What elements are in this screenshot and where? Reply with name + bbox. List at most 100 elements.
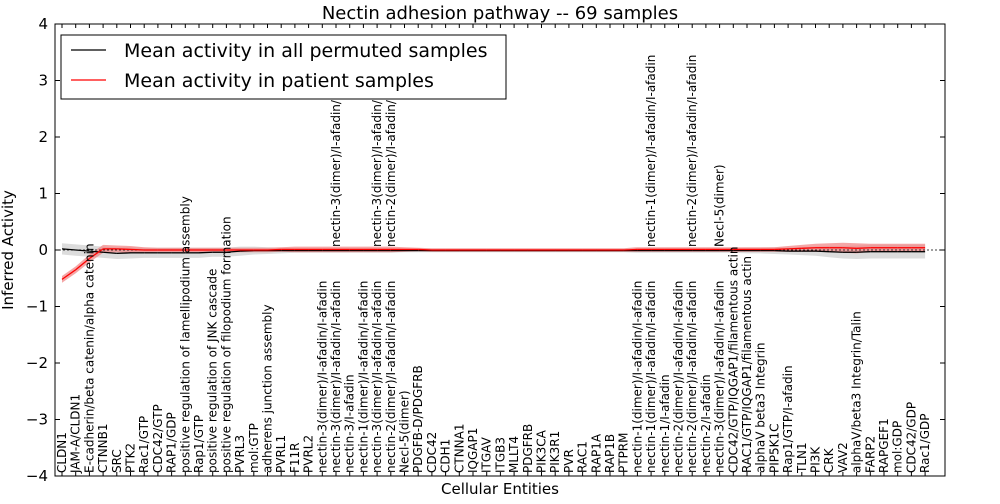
series-0-segment — [829, 251, 843, 253]
x-tick-label: nectin-1/I-afadin — [658, 374, 672, 473]
series-1-segment — [418, 248, 432, 251]
x-tick-label: CDH1 — [439, 439, 453, 473]
x-tick-label: PIP5K1C — [767, 423, 781, 473]
x-tick-label: Rap1/GTP/I-afadin — [781, 365, 795, 473]
series-0-segment — [815, 250, 830, 253]
series-1-segment — [774, 248, 789, 251]
x-tick-label-upper: nectin-3(dimer)/I-afadin/I-afadin — [329, 55, 343, 247]
x-tick-label-upper: nectin-1(dimer)/I-afadin/I-afadin — [644, 55, 658, 247]
x-tick-label: Rac1/GTP — [137, 416, 151, 473]
x-tick-label: CDC42 — [425, 432, 439, 473]
x-tick-label: RAC1/GTP/IQGAP1/filamentous actin — [740, 256, 754, 473]
series-1-segment — [856, 247, 871, 249]
x-tick-label: TLN1 — [795, 442, 809, 474]
x-tick-label: PIK3CA — [535, 429, 549, 473]
x-tick-label: MLLT4 — [507, 436, 521, 473]
series-1-segment — [61, 269, 77, 280]
x-tick-label: PDGFB-D/PDGFRB — [411, 365, 425, 473]
series-1-segment — [801, 247, 816, 249]
series-1-segment — [130, 248, 145, 251]
y-tick-label: 2 — [38, 128, 48, 146]
x-tick-label: PVRL3 — [233, 435, 247, 473]
x-tick-label: PI3K — [809, 446, 823, 473]
y-tick-label: 1 — [38, 185, 48, 203]
series-0-segment — [116, 252, 131, 255]
x-tick-label: PVRL1 — [274, 435, 288, 473]
series-0-segment — [198, 251, 213, 254]
series-0-segment — [75, 249, 90, 252]
y-tick-label: 3 — [38, 72, 48, 90]
series-0-segment — [61, 248, 76, 251]
series-1-segment — [623, 248, 638, 251]
x-axis-label: Cellular Entities — [441, 480, 559, 498]
x-tick-label: PTK2 — [124, 443, 138, 473]
y-tick-label: 0 — [38, 241, 48, 259]
x-tick-label: CRK — [822, 447, 836, 473]
x-tick-label: nectin-2(dimer)/I-afadin/I-afadin — [384, 281, 398, 473]
x-tick-label: PVR — [562, 449, 576, 473]
series-1-segment — [267, 248, 282, 251]
x-tick-label: adherens junction assembly — [261, 304, 275, 473]
y-axis-label: Inferred Activity — [0, 190, 17, 310]
x-tick-label: PVRL2 — [302, 435, 316, 473]
x-tick-label: PIK3R1 — [548, 431, 562, 473]
chart-title: Nectin adhesion pathway -- 69 samples — [322, 3, 678, 24]
x-tick-label: nectin-2(dimer)/I-afadin/I-afadin — [672, 281, 686, 473]
x-tick-label: positive regulation of lamellipodium ass… — [178, 196, 192, 473]
x-tick-label-upper: nectin-2(dimer)/I-afadin/I-afadin — [685, 55, 699, 247]
x-tick-label: F11R — [288, 442, 302, 473]
legend-box — [60, 34, 507, 100]
x-tick-label: CLDN1 — [55, 432, 69, 473]
x-tick-label: mol:GDP — [891, 421, 905, 473]
x-tick-label: nectin-2(dimer)/I-afadin/I-afadin — [685, 281, 699, 473]
x-tick-label: IQGAP1 — [466, 428, 480, 473]
x-tick-label: VAV2 — [836, 442, 850, 473]
y-tick-label: −4 — [26, 467, 48, 485]
legend: Mean activity in all permuted samples Me… — [60, 34, 507, 100]
x-tick-label: CDC42/GTP/IQGAP1/filamentous actin — [726, 247, 740, 473]
x-tick-label: RAP1A — [589, 433, 603, 473]
x-tick-label: positive regulation of filopodium format… — [219, 216, 233, 473]
x-tick-label: alphaV/beta3 Integrin/Talin — [850, 311, 864, 473]
x-tick-label-upper: nectin-2(dimer)/I-afadin/I-afadin — [384, 55, 398, 247]
y-tick-label: −3 — [26, 411, 48, 429]
x-tick-label: Rac1/GDP — [918, 414, 932, 473]
x-tick-label: nectin-3/I-afadin — [343, 374, 357, 473]
series-0-segment — [774, 249, 789, 252]
x-tick-label: positive regulation of JNK cascade — [206, 269, 220, 473]
x-tick-label: CDC42/GDP — [904, 402, 918, 473]
x-tick-label: ITGB3 — [493, 437, 507, 473]
x-tick-label: FARP2 — [863, 436, 877, 473]
x-tick-label: E-cadherin/beta catenin/alpha catenin — [82, 243, 96, 473]
series-1-segment — [116, 248, 131, 251]
x-tick-label: ITGAV — [480, 436, 494, 473]
x-tick-label: nectin-3(dimer)/I-afadin/I-afadin — [329, 281, 343, 473]
y-tick-label: 4 — [38, 15, 48, 33]
x-tick-label: RAP1/GDP — [165, 412, 179, 473]
x-tick-label: RAP1B — [603, 434, 617, 473]
x-tick-label-upper: nectin-3(dimer)/I-afadin/I-afadin — [370, 55, 384, 247]
series-0-segment — [226, 250, 241, 253]
x-tick-label: Necl-5(dimer) — [398, 390, 412, 473]
series-0-segment — [856, 251, 871, 253]
x-tick-label: CDC42/GTP — [151, 404, 165, 473]
x-tick-label: nectin-3(dimer)/I-afadin/I-afadin — [713, 281, 727, 473]
x-tick-label: RAPGEF1 — [877, 418, 891, 473]
series-1-segment — [89, 248, 104, 260]
x-tick-label: PDGFRB — [521, 424, 535, 473]
series-0-segment — [89, 250, 104, 253]
legend-label-patient: Mean activity in patient samples — [124, 70, 434, 92]
x-tick-label: SRC — [110, 449, 124, 473]
x-tick-label: nectin-1(dimer)/I-afadin/I-afadin — [356, 281, 370, 473]
x-tick-label-upper: Necl-5(dimer) — [713, 164, 727, 247]
x-tick-label: mol:GTP — [247, 423, 261, 473]
series-0-segment — [240, 249, 254, 252]
series-1-segment — [75, 257, 90, 271]
x-tick-label: nectin-3(dimer)/I-afadin/I-afadin — [315, 281, 329, 473]
x-tick-label: JAM-A/CLDN1 — [69, 394, 83, 474]
series-1-segment — [788, 247, 802, 250]
plot-area — [55, 242, 945, 283]
